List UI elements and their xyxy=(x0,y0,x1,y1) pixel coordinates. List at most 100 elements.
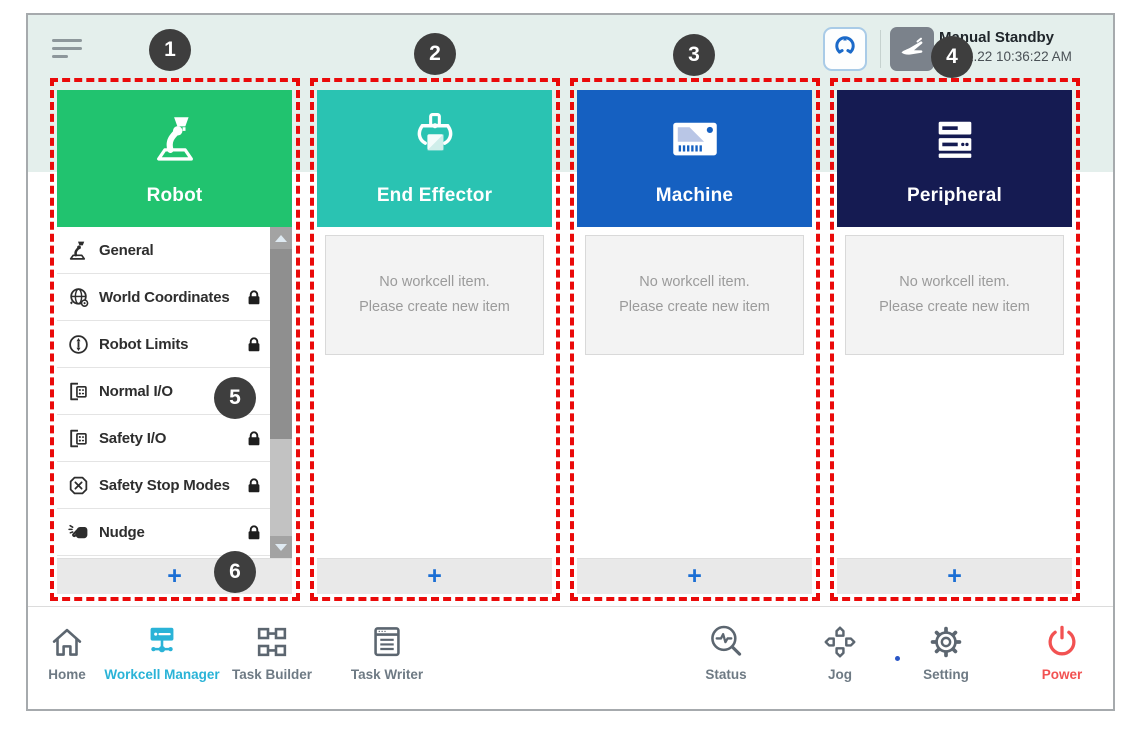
menu-item-safety-io[interactable]: Safety I/O xyxy=(57,415,270,462)
plus-icon: + xyxy=(947,562,962,590)
nav-label: Power xyxy=(1041,667,1083,682)
machine-column-header[interactable]: Machine xyxy=(577,90,812,227)
nav-label: Jog xyxy=(827,667,852,682)
add-peripheral-item-button[interactable]: + xyxy=(837,558,1072,594)
workcell-column-end-effector: End Effector No workcell item. Please cr… xyxy=(317,90,552,594)
menu-item-label: Robot Limits xyxy=(99,335,189,353)
menu-item-robot-limits[interactable]: Robot Limits xyxy=(57,321,270,368)
end-effector-column-title: End Effector xyxy=(376,185,493,206)
home-icon xyxy=(2,620,132,662)
menu-item-label: General xyxy=(99,241,154,259)
power-icon xyxy=(997,620,1127,662)
nav-item-setting[interactable]: Setting xyxy=(881,620,1011,682)
empty-state-line1: No workcell item. xyxy=(639,274,750,290)
workcell-column-peripheral: Peripheral No workcell item. Please crea… xyxy=(837,90,1072,594)
manual-mode-button[interactable] xyxy=(890,27,934,71)
menu-item-label: Normal I/O xyxy=(99,382,173,400)
jog-icon xyxy=(775,620,905,662)
nav-label: Workcell Manager xyxy=(104,667,220,682)
nav-item-home[interactable]: Home xyxy=(2,620,132,682)
workcell-column-robot: Robot General xyxy=(57,90,292,594)
robot-menu-list: General World Coordinates xyxy=(57,227,292,558)
robot-column-title: Robot xyxy=(146,185,203,206)
menu-scrollbar[interactable] xyxy=(270,227,292,558)
io-icon xyxy=(66,426,90,450)
nav-label: Status xyxy=(705,667,747,682)
lock-icon xyxy=(246,477,262,494)
gripper-tool-icon xyxy=(831,33,859,66)
task-builder-icon xyxy=(207,620,337,662)
nav-item-task-builder[interactable]: Task Builder xyxy=(207,620,337,682)
globe-icon xyxy=(66,285,90,309)
bottom-navigation: Home Workcell Manager xyxy=(28,606,1113,709)
end-effector-column-header[interactable]: End Effector xyxy=(317,90,552,227)
empty-state-line2: Please create new item xyxy=(619,299,770,315)
robot-status: Manual Standby 2.22 10:36:22 AM xyxy=(939,29,1114,64)
nav-item-workcell-manager[interactable]: Workcell Manager xyxy=(97,620,227,682)
gripper-icon xyxy=(406,110,464,173)
workcell-column-machine: Machine No workcell item. Please create … xyxy=(577,90,812,594)
menu-hamburger-icon[interactable] xyxy=(52,39,84,61)
robot-status-time: 2.22 10:36:22 AM xyxy=(966,49,1072,64)
annotation-badge-5: 5 xyxy=(214,377,256,419)
hand-guide-icon xyxy=(897,32,927,67)
stop-x-icon xyxy=(66,473,90,497)
peripheral-column-header[interactable]: Peripheral xyxy=(837,90,1072,227)
empty-state-line2: Please create new item xyxy=(879,299,1030,315)
tool-mode-button[interactable] xyxy=(823,27,867,71)
nav-item-jog[interactable]: Jog xyxy=(775,620,905,682)
workcell-manager-icon xyxy=(97,620,227,662)
plus-icon: + xyxy=(687,562,702,590)
menu-item-label: World Coordinates xyxy=(99,288,230,306)
add-machine-item-button[interactable]: + xyxy=(577,558,812,594)
topbar-divider xyxy=(880,30,881,68)
empty-state-box: No workcell item. Please create new item xyxy=(325,235,544,355)
annotation-badge-3: 3 xyxy=(673,34,715,76)
scroll-up-icon[interactable] xyxy=(270,227,292,249)
nav-label: Task Writer xyxy=(350,667,424,682)
menu-item-safety-stop-modes[interactable]: Safety Stop Modes xyxy=(57,462,270,509)
annotation-badge-6: 6 xyxy=(214,551,256,593)
menu-item-label: Nudge xyxy=(99,523,145,541)
empty-state-box: No workcell item. Please create new item xyxy=(845,235,1064,355)
annotation-badge-1: 1 xyxy=(149,29,191,71)
robot-column-header[interactable]: Robot xyxy=(57,90,292,227)
status-icon xyxy=(661,620,791,662)
empty-state-line1: No workcell item. xyxy=(899,274,1010,290)
server-stack-icon xyxy=(926,110,984,173)
cursor-dot xyxy=(895,656,900,661)
robot-arm-icon xyxy=(146,110,204,173)
lock-icon xyxy=(246,524,262,541)
nav-item-status[interactable]: Status xyxy=(661,620,791,682)
limits-icon xyxy=(66,332,90,356)
add-end-effector-item-button[interactable]: + xyxy=(317,558,552,594)
setting-gear-icon xyxy=(881,620,1011,662)
nav-label: Task Builder xyxy=(231,667,313,682)
nav-item-task-writer[interactable]: Task Writer xyxy=(322,620,452,682)
scrollbar-thumb[interactable] xyxy=(270,249,292,439)
robot-status-title: Manual Standby xyxy=(939,29,1055,46)
machine-icon xyxy=(666,110,724,173)
add-robot-item-button[interactable]: + xyxy=(57,558,292,594)
lock-icon xyxy=(246,289,262,306)
task-writer-icon xyxy=(322,620,452,662)
menu-item-nudge[interactable]: Nudge xyxy=(57,509,270,556)
lock-icon xyxy=(246,430,262,447)
app-window: Manual Standby 2.22 10:36:22 AM Robot xyxy=(26,13,1115,711)
menu-item-world-coordinates[interactable]: World Coordinates xyxy=(57,274,270,321)
nudge-icon xyxy=(66,520,90,544)
menu-item-general[interactable]: General xyxy=(57,227,270,274)
peripheral-column-title: Peripheral xyxy=(907,185,1002,206)
nav-item-power[interactable]: Power xyxy=(997,620,1127,682)
machine-column-title: Machine xyxy=(655,185,734,206)
menu-item-label: Safety I/O xyxy=(99,429,167,447)
annotation-badge-2: 2 xyxy=(414,33,456,75)
menu-item-label: Safety Stop Modes xyxy=(99,476,230,494)
scroll-down-icon[interactable] xyxy=(270,536,292,558)
empty-state-box: No workcell item. Please create new item xyxy=(585,235,804,355)
io-icon xyxy=(66,379,90,403)
empty-state-line2: Please create new item xyxy=(359,299,510,315)
nav-label: Home xyxy=(48,667,86,682)
annotation-badge-4: 4 xyxy=(931,36,973,78)
empty-state-line1: No workcell item. xyxy=(379,274,490,290)
